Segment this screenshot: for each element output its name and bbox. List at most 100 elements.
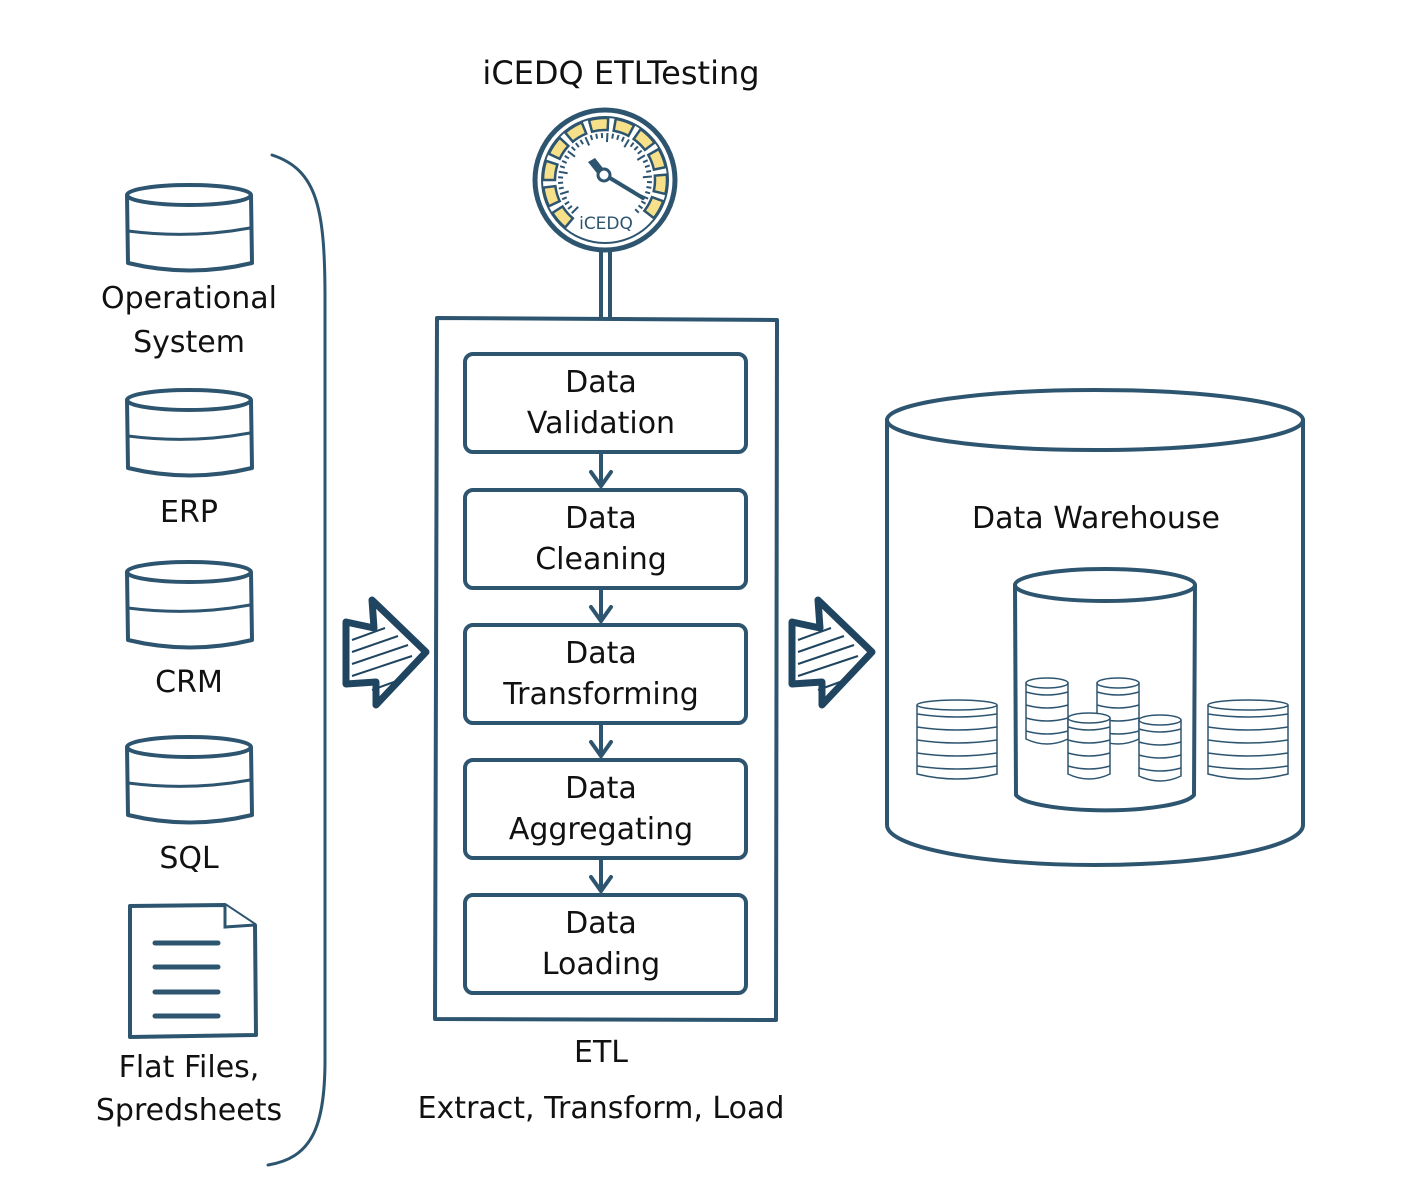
gauge-tick bbox=[640, 200, 647, 205]
etl-steps: DataValidationDataCleaningDataTransformi… bbox=[463, 352, 748, 995]
etl-subcaption: Extract, Transform, Load bbox=[418, 1091, 785, 1126]
etl-step-box bbox=[463, 488, 748, 590]
gauge-tick bbox=[633, 145, 639, 151]
etl-step-line2: Transforming bbox=[502, 677, 699, 712]
document-icon bbox=[128, 903, 258, 1039]
etl-step-line2: Cleaning bbox=[535, 542, 667, 577]
gauge-segment bbox=[612, 117, 636, 138]
gauge-segment bbox=[563, 120, 588, 144]
diagram-title: iCEDQ ETLTesting bbox=[482, 54, 759, 92]
gauge-segment bbox=[550, 204, 575, 230]
source-label: SQL bbox=[159, 841, 219, 876]
gauge-segment bbox=[646, 147, 668, 172]
source-label: CRM bbox=[155, 665, 223, 700]
etl-step-line2: Loading bbox=[542, 947, 660, 982]
down-arrow-icon bbox=[589, 452, 613, 490]
gauge-tick bbox=[558, 170, 568, 175]
small-database-icon bbox=[1138, 714, 1182, 782]
gauge-tick bbox=[589, 134, 594, 141]
etl-step-box bbox=[463, 758, 748, 860]
source-label: System bbox=[133, 325, 245, 360]
gauge-tick bbox=[595, 133, 599, 139]
gauge-tick bbox=[642, 175, 652, 179]
source-item: CRM bbox=[125, 560, 254, 700]
etl-step-box bbox=[463, 623, 748, 725]
etl-step-line1: Data bbox=[565, 501, 637, 536]
flow-arrow-icon bbox=[342, 596, 430, 709]
sources-bracket bbox=[266, 153, 327, 1167]
source-label: ERP bbox=[160, 495, 218, 530]
gauge-segment bbox=[652, 173, 669, 196]
down-arrow-icon bbox=[589, 723, 613, 760]
gauge-tick bbox=[623, 139, 630, 148]
source-item: Flat Files, Spredsheets bbox=[96, 903, 282, 1128]
gauge-brand-label: iCEDQ bbox=[579, 214, 633, 234]
etl-step-line1: Data bbox=[565, 365, 637, 400]
gauge-tick bbox=[570, 146, 576, 152]
gauge-tick bbox=[611, 133, 615, 139]
gauge-tick bbox=[564, 200, 570, 206]
gauge-tick bbox=[629, 142, 635, 148]
gauge-tick bbox=[642, 159, 649, 164]
gauge-segment bbox=[542, 184, 562, 208]
gauge-tick bbox=[637, 204, 644, 210]
source-label: Spredsheets bbox=[96, 1093, 282, 1128]
source-label: Operational bbox=[101, 281, 277, 316]
gauge-tick bbox=[571, 206, 579, 214]
gauge-tick bbox=[575, 142, 580, 148]
gauge-segment bbox=[541, 159, 560, 182]
gauge-tick bbox=[561, 159, 568, 164]
gauge-tick bbox=[620, 136, 625, 142]
flow-arrow-icon bbox=[788, 596, 876, 709]
source-item: ERP bbox=[125, 388, 254, 530]
gauge-tick bbox=[559, 190, 570, 196]
etl-step-line1: Data bbox=[565, 906, 637, 941]
gauge-tick bbox=[644, 164, 651, 168]
etl-step-box bbox=[463, 893, 748, 995]
down-arrow-icon bbox=[589, 858, 613, 895]
etl-caption: ETL bbox=[574, 1035, 628, 1070]
database-icon bbox=[125, 735, 254, 825]
small-database-icon bbox=[1067, 712, 1111, 780]
gauge-tick bbox=[567, 150, 576, 158]
gauge-tick bbox=[559, 165, 566, 169]
source-item: SQL bbox=[125, 735, 254, 876]
etl-container bbox=[433, 316, 779, 1022]
gauge-icon: iCEDQ bbox=[532, 107, 678, 253]
gauge-segment bbox=[547, 135, 571, 161]
gauge-tick bbox=[584, 136, 591, 146]
small-database-icon bbox=[1025, 677, 1069, 745]
inner-database-icon bbox=[1013, 567, 1197, 813]
database-icon bbox=[125, 183, 254, 273]
gauge-segment bbox=[631, 127, 657, 152]
etl-step-line1: Data bbox=[565, 771, 637, 806]
gauge-tick bbox=[567, 205, 573, 210]
gauge-tick bbox=[561, 196, 568, 201]
gauge-tick bbox=[644, 190, 651, 195]
gauge-tick bbox=[636, 154, 646, 161]
etl-step-line1: Data bbox=[565, 636, 637, 671]
database-icon bbox=[125, 388, 254, 478]
gauge-tick bbox=[558, 186, 564, 190]
small-database-icon bbox=[916, 699, 998, 780]
source-label: Flat Files, bbox=[119, 1050, 260, 1085]
etl-step-line2: Validation bbox=[527, 406, 675, 441]
gauge-segment bbox=[587, 116, 610, 134]
warehouse-label: Data Warehouse bbox=[972, 501, 1220, 536]
gauge-tick bbox=[646, 186, 652, 189]
down-arrow-icon bbox=[589, 588, 613, 625]
gauge-tick bbox=[564, 155, 570, 160]
gauge-tick bbox=[579, 139, 584, 145]
etl-step-box bbox=[463, 352, 748, 454]
small-database-icon bbox=[1207, 699, 1289, 780]
gauge-tick bbox=[637, 149, 643, 155]
etl-step-line2: Aggregating bbox=[509, 812, 693, 847]
